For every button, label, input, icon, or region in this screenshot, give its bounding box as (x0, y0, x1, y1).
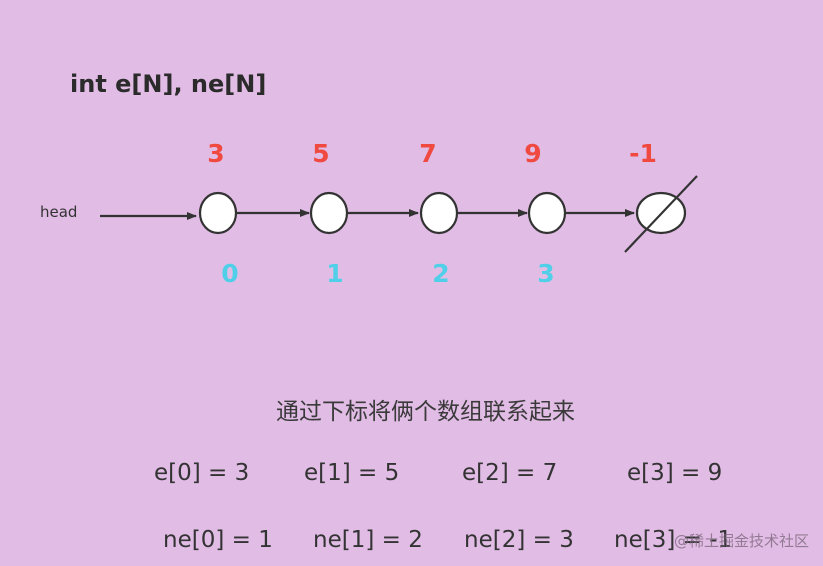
ne-equation-3: ne[3] = -1 (614, 527, 733, 553)
node-value-0: 3 (207, 139, 225, 168)
list-node-3 (527, 191, 567, 235)
head-label: head (40, 203, 78, 221)
node-index-1: 1 (326, 259, 344, 288)
e-equation-1: e[1] = 5 (304, 460, 400, 486)
ne-equation-1: ne[1] = 2 (313, 527, 423, 553)
list-node-2 (419, 191, 459, 235)
page-title: int e[N], ne[N] (70, 70, 267, 98)
node-value-null: -1 (629, 139, 657, 168)
ne-equation-0: ne[0] = 1 (163, 527, 273, 553)
ne-equation-2: ne[2] = 3 (464, 527, 574, 553)
node-index-3: 3 (537, 259, 555, 288)
caption: 通过下标将俩个数组联系起来 (276, 399, 575, 425)
node-value-3: 9 (524, 139, 542, 168)
node-index-0: 0 (221, 259, 239, 288)
node-index-2: 2 (432, 259, 450, 288)
e-equation-2: e[2] = 7 (462, 460, 558, 486)
list-node-0 (198, 191, 238, 235)
null-strike-line (624, 175, 698, 253)
watermark: @稀土掘金技术社区 (673, 532, 809, 550)
list-node-1 (309, 191, 349, 235)
node-value-2: 7 (419, 139, 437, 168)
node-value-1: 5 (312, 139, 330, 168)
e-equation-3: e[3] = 9 (627, 460, 723, 486)
e-equation-0: e[0] = 3 (154, 460, 250, 486)
